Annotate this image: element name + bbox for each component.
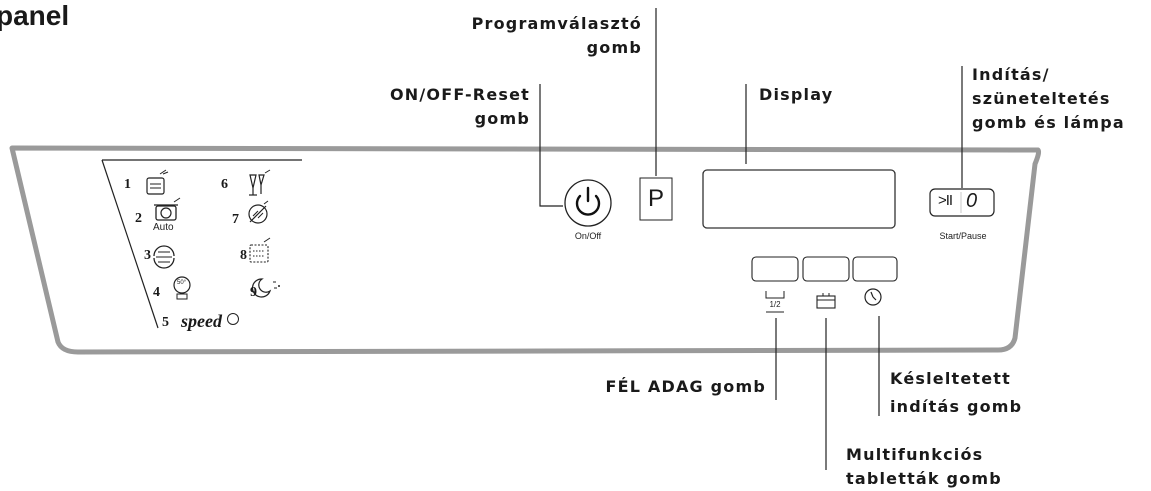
program-button-label: P [647,185,664,212]
start-pause-button[interactable] [929,188,995,217]
power-icon [575,186,601,216]
delay-label: Késleltetett indítás gomb [890,367,1022,419]
on-off-label: ON/OFF-Reset gomb [330,83,530,131]
delay-label-line2: indítás gomb [890,397,1023,416]
start-pause-caption: Start/Pause [939,231,987,241]
delay-button[interactable] [852,256,898,282]
delay-clock-icon [864,288,882,306]
program-selector-label-line2: gomb [586,38,642,57]
program-number-8: 8 [240,248,247,263]
on-off-button[interactable] [564,179,612,227]
speed-icon [227,313,239,325]
glass-icon [249,169,271,196]
tablets-label: Multifunkciós tabletták gomb [846,443,1002,491]
on-off-caption: On/Off [574,231,602,241]
start-pause-label-line1: Indítás/ [972,65,1050,84]
start-pause-label-line3: gomb és lámpa [972,113,1125,132]
tablets-label-line2: tabletták gomb [846,469,1002,488]
half-load-icon [765,291,785,313]
display-screen [702,169,896,229]
rinse-icon [248,200,269,224]
program-number-9: 9 [250,285,257,300]
program-number-6: 6 [221,177,228,192]
start-key-text: >II [938,192,953,209]
night-icon [251,278,280,298]
program-number-4: 4 [153,285,160,300]
program-selector-label: Programválasztó gomb [430,12,642,60]
half-load-icon-text: 1/2 [769,300,781,309]
program-button[interactable] [639,177,673,221]
start-lamp: 0 [966,190,978,212]
program-number-1: 1 [124,177,131,192]
start-pause-label: Indítás/ szüneteltetés gomb és lámpa [972,63,1125,135]
start-pause-label-line2: szüneteltetés [972,89,1111,108]
program-number-3: 3 [144,248,151,263]
tablets-label-line1: Multifunkciós [846,445,984,464]
program-list-slant-line [101,159,159,329]
program-number-7: 7 [232,212,239,227]
on-off-leader [539,84,563,207]
pot-auto-icon [154,197,181,221]
on-off-label-line2: gomb [474,109,530,128]
display-label: Display [759,85,834,104]
program-number-2: 2 [135,211,142,226]
half-load-label: FÉL ADAG gomb [605,377,766,396]
program-4-sub: 50° [177,280,187,286]
program-2-sub: Auto [153,222,174,233]
tablets-icon [816,293,836,309]
on-off-label-line1: ON/OFF-Reset [389,85,530,104]
page-title: panel [0,0,70,31]
speed-label: speed [181,311,222,331]
eco-icon [153,245,175,269]
panel-outline [9,145,1042,355]
half-load-button[interactable] [751,256,799,282]
program-selector-label-line1: Programválasztó [471,14,642,33]
delay-label-line1: Késleltetett [890,369,1012,388]
tablets-button[interactable] [802,256,850,282]
pot-icon [146,169,169,195]
fifty-degree-icon [173,276,191,300]
soak-icon [249,237,271,263]
program-number-5: 5 [162,315,169,330]
